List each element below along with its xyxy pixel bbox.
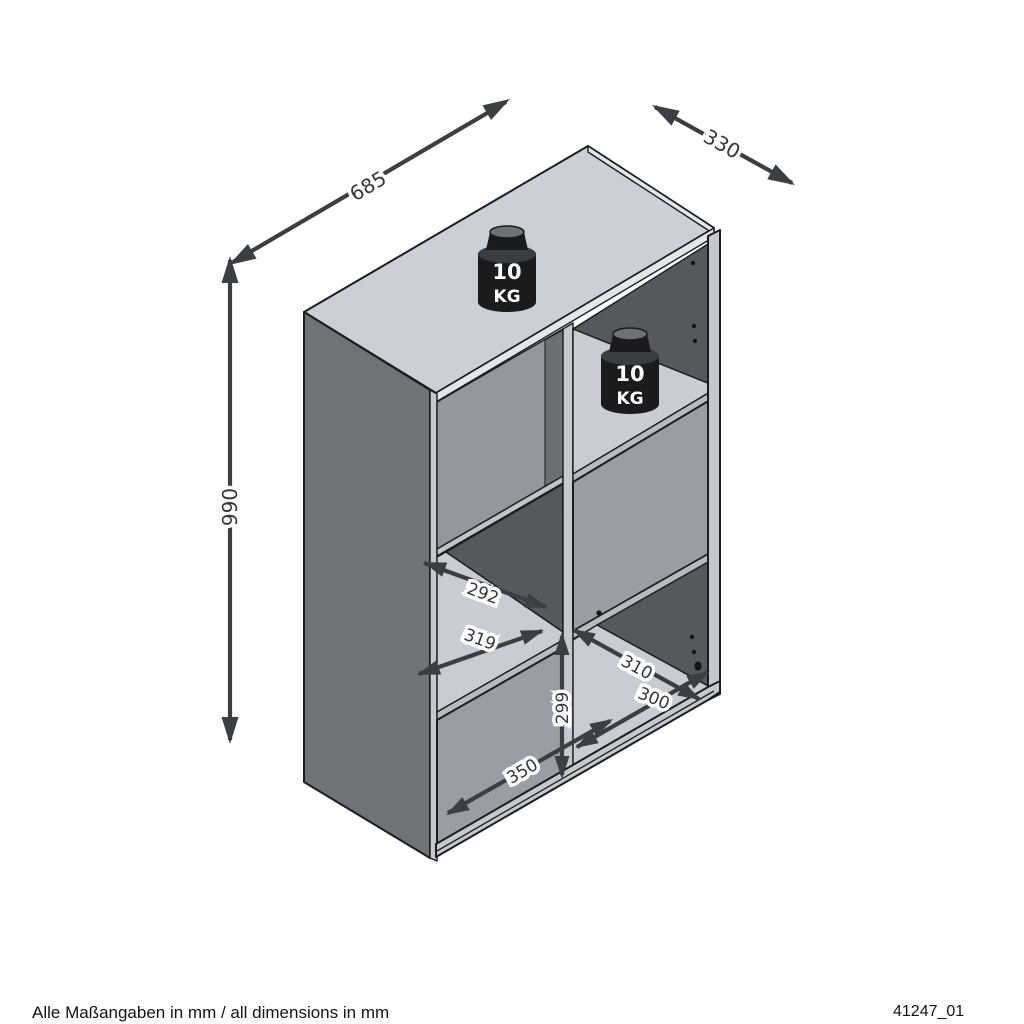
weight-unit: KG: [493, 287, 520, 307]
weight-unit: KG: [616, 389, 643, 409]
dim-height-label: 990: [218, 488, 242, 526]
weight-value: 10: [615, 362, 644, 386]
weight-badge-top: 10 KG: [478, 225, 536, 312]
dimension-depth-330: 330: [647, 97, 800, 193]
dimension-299: 299: [550, 632, 577, 779]
dim-299-label: 299: [553, 692, 573, 724]
units-note: Alle Maßangaben in mm / all dimensions i…: [32, 1003, 390, 1022]
left-side-panel: [303, 311, 431, 859]
left-front-edge: [429, 389, 438, 862]
weight-value: 10: [492, 260, 521, 284]
shelf-pin-holes: [596, 260, 702, 671]
right-front-edge: [707, 229, 721, 701]
document-number: 41247_01: [893, 1003, 965, 1020]
weight-badge-shelf: 10 KG: [601, 327, 659, 414]
cell-top-left-shadow: [544, 329, 564, 488]
dim-depth-label: 330: [699, 124, 744, 164]
shelf-unit-drawing: [303, 145, 721, 862]
dimension-height-990: 990: [215, 256, 246, 744]
